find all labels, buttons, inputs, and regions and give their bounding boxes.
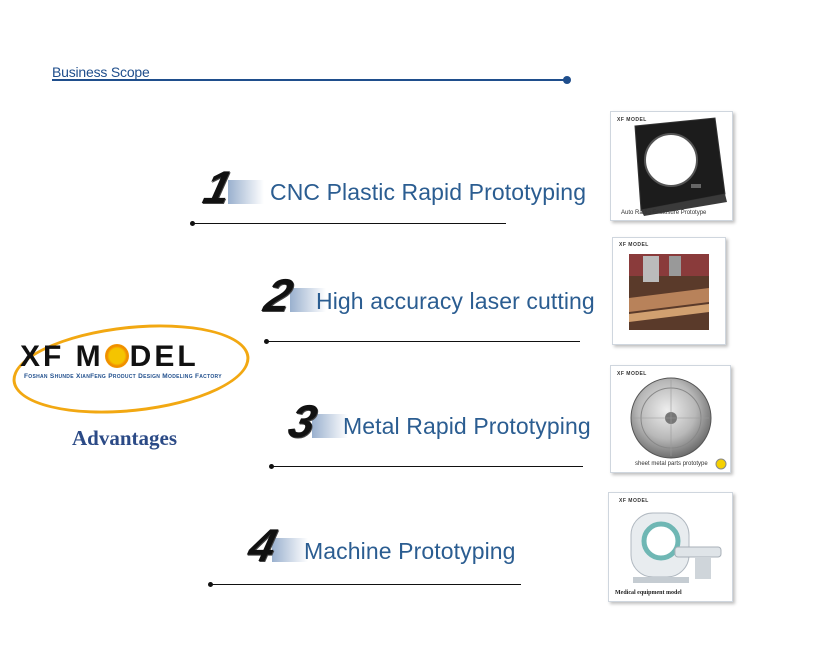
thumbnail-brand: XF MODEL [617, 371, 647, 377]
laser-cutting-image [629, 254, 709, 330]
thumbnail-brand: XF MODEL [617, 117, 647, 123]
logo-brand-right: DEL [129, 340, 199, 373]
number-1-tail [228, 180, 264, 204]
header-underline [52, 79, 568, 81]
item-3-rule-dot [269, 464, 274, 469]
item-4-rule-dot [208, 582, 213, 587]
logo-brand-left: XF M [20, 340, 104, 373]
logo-subtitle: Foshan Shunde XianFeng Product Design Mo… [24, 373, 222, 380]
item-4-label: Machine Prototyping [304, 538, 516, 564]
item-1-rule-dot [190, 221, 195, 226]
sheet-metal-image [630, 377, 727, 470]
item-2-label: High accuracy laser cutting [316, 288, 595, 314]
thumbnail-radio-enclosure: XF MODEL Auto Radio Enclosure Prototype [610, 111, 733, 221]
item-4-rule [211, 584, 521, 585]
thumbnail-caption-3: sheet metal parts prototype [635, 461, 708, 467]
medical-equipment-image [630, 512, 722, 583]
thumbnail-caption-1: Auto Radio Enclosure Prototype [621, 210, 707, 216]
item-2-rule [267, 341, 580, 342]
number-4-tail [272, 538, 308, 562]
item-2-rule-dot [264, 339, 269, 344]
header-underline-dot [563, 76, 571, 84]
advantages-heading: Advantages [72, 426, 178, 450]
number-2-tail [290, 288, 326, 312]
item-1-rule [193, 223, 506, 224]
thumbnail-caption-4: Medical equipment model [615, 590, 682, 596]
item-1-label: CNC Plastic Rapid Prototyping [270, 179, 587, 205]
item-3-label: Metal Rapid Prototyping [343, 413, 591, 439]
thumbnail-sheet-metal: XF MODEL sheet metal parts prototype [610, 365, 731, 473]
thumbnail-laser-cutting: XF MODEL [612, 237, 726, 345]
business-scope-title: Business Scope [52, 64, 150, 80]
number-3-tail [312, 414, 348, 438]
logo-o-icon [104, 344, 129, 368]
thumbnail-brand: XF MODEL [619, 242, 649, 248]
xf-model-logo: XF M DEL [20, 340, 199, 374]
radio-enclosure-image [634, 117, 727, 216]
thumbnail-medical-equipment: XF MODEL Medical equipment model [608, 492, 733, 602]
thumbnail-brand: XF MODEL [619, 498, 649, 504]
item-3-rule [272, 466, 583, 467]
